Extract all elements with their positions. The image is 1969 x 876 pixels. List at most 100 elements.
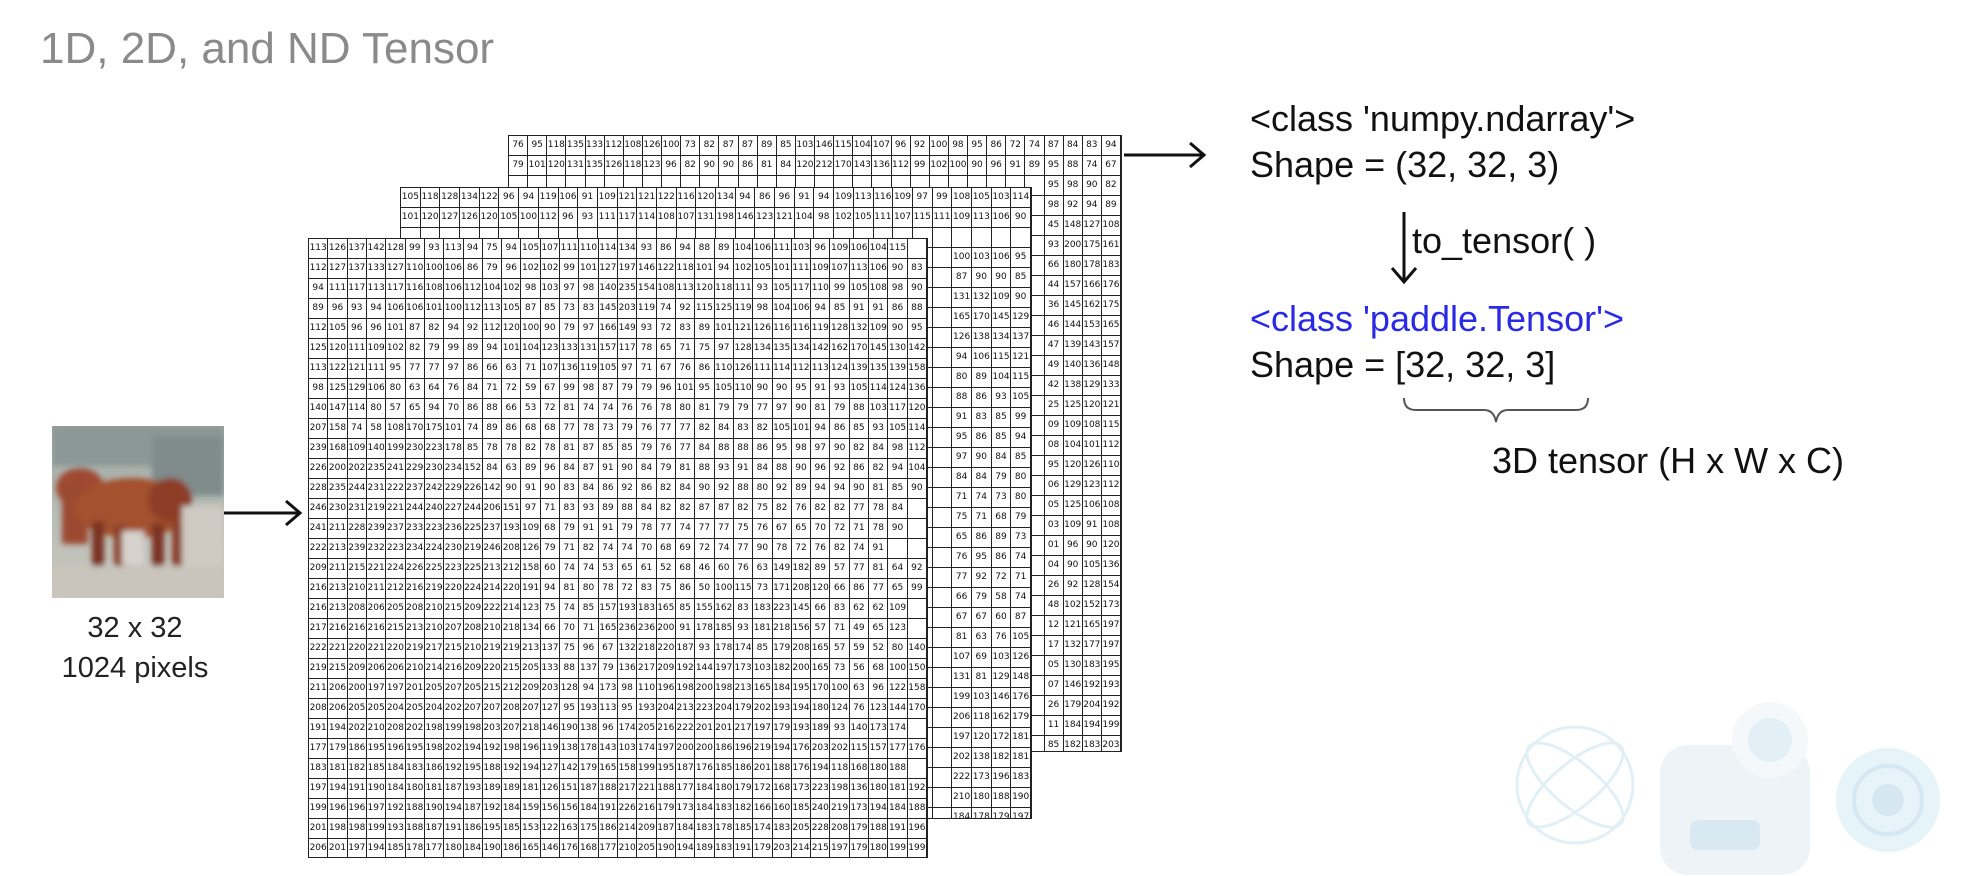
grid-cell: 205 [791,819,812,839]
grid-cell: 126 [460,208,480,228]
grid-cell: 95 [695,379,715,399]
grid-cell: 100 [888,659,908,679]
grid-cell: 211 [328,519,348,539]
grid-cell: 217 [618,779,638,799]
grid-cell: 93 [714,459,734,479]
grid-cell: 87 [579,459,599,479]
grid-cell: 86 [598,479,618,499]
grid-cell: 225 [463,519,483,539]
grid-cell: 183 [637,599,657,619]
grid-cell: 99 [560,379,580,399]
grid-cell: 93 [869,419,889,439]
grid-cell: 92 [714,479,734,499]
grid-cell: 136 [560,359,580,379]
grid-cell: 129 [1063,476,1083,496]
grid-cell: 94 [444,319,464,339]
grid-cell [888,539,908,559]
grid-cell: 221 [366,639,387,659]
grid-cell: 109 [830,239,850,259]
grid-cell: 09 [1044,416,1064,436]
grid-cell: 45 [1044,216,1064,236]
grid-cell: 94 [735,188,756,208]
grid-cell: 90 [849,479,870,499]
grid-cell: 119 [637,299,657,319]
grid-cell: 176 [560,839,580,857]
grid-cell: 87 [598,379,618,399]
grid-cell: 123 [521,599,541,619]
grid-cell: 146 [541,839,561,857]
grid-cell: 112 [309,259,329,279]
grid-cell: 90 [540,479,561,499]
grid-cell: 126 [1011,648,1031,668]
grid-cell: 77 [560,419,580,439]
grid-cell: 95 [772,439,792,459]
grid-cell: 207 [463,699,483,719]
grid-cell [932,748,953,768]
grid-cell: 236 [637,619,657,639]
grid-cell: 168 [328,439,348,459]
grid-cell: 123 [888,619,908,639]
grid-cell: 138 [579,719,599,739]
grid-cell: 59 [521,379,541,399]
grid-cell: 94 [811,479,831,499]
grid-cell: 190 [424,799,445,819]
grid-cell [932,388,953,408]
grid-cell: 202 [830,739,850,759]
grid-cell: 196 [991,768,1012,788]
grid-cell: 82 [695,419,715,439]
grid-cell: 122 [479,188,500,208]
grid-cell: 68 [675,559,696,579]
grid-cell: 106 [791,299,812,319]
grid-cell: 91 [849,299,870,319]
grid-cell: 120 [420,208,441,228]
grid-cell: 68 [869,659,889,679]
grid-cell [1025,236,1045,256]
grid-cell: 217 [424,639,445,659]
grid-cell: 76 [753,519,773,539]
grid-cell: 90 [1063,556,1083,576]
grid-cell: 154 [637,279,657,299]
grid-cell: 91 [869,299,889,319]
grid-cell: 178 [406,839,425,857]
grid-cell: 98 [309,379,329,399]
grid-cell: 97 [811,439,831,459]
grid-cell: 129 [347,379,367,399]
grid-cell: 115 [849,739,870,759]
grid-cell: 44 [1044,276,1064,296]
grid-cell: 127 [540,759,561,779]
grid-cell [932,468,953,488]
grid-cell: 188 [772,759,792,779]
grid-cell: 75 [695,339,715,359]
grid-cell: 73 [560,299,580,319]
grid-cell: 200 [656,619,676,639]
grid-cell: 218 [772,619,792,639]
grid-cell: 96 [811,459,831,479]
grid-cell: 109 [597,188,618,208]
grid-cell: 125 [309,339,329,359]
grid-cell: 49 [1044,356,1064,376]
grid-cell: 94 [579,679,599,699]
grid-cell: 222 [675,719,696,739]
grid-cell: 72 [1006,136,1026,156]
grid-cell: 95 [386,359,406,379]
grid-cell: 182 [991,748,1012,768]
grid-cell [907,499,927,519]
grid-cell: 191 [598,799,618,819]
grid-cell: 85 [618,439,638,459]
grid-cell: 207 [444,679,464,699]
grid-cell: 57 [386,399,406,419]
grid-cell: 206 [366,599,387,619]
grid-cell: 53 [598,559,618,579]
grid-cell: 219 [309,659,329,679]
grid-cell: 209 [521,679,541,699]
grid-cell: 89 [521,459,541,479]
grid-cell: 196 [521,739,541,759]
grid-cell: 94 [1082,196,1102,216]
grid-cell: 110 [1101,456,1121,476]
grid-cell: 200 [695,739,715,759]
grid-cell: 195 [1101,656,1121,676]
grid-cell: 202 [952,748,972,768]
grid-cell: 93 [424,239,445,259]
grid-cell: 103 [869,399,889,419]
grid-cell: 85 [675,599,696,619]
